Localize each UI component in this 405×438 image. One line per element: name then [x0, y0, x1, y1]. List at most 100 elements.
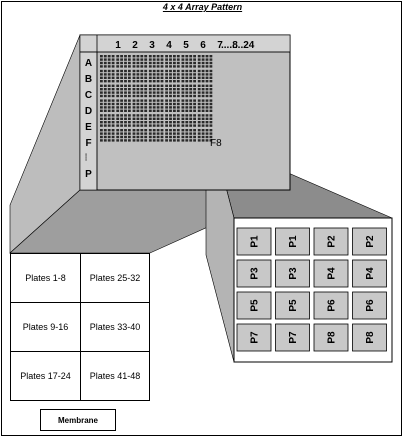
row-label: C: [85, 90, 92, 101]
well-dot: [120, 114, 123, 117]
well-dot: [128, 73, 131, 76]
well-dot: [140, 65, 144, 68]
well-dot: [209, 73, 213, 76]
well-dot: [176, 132, 180, 135]
column-label: 6: [200, 40, 206, 51]
well-dot: [107, 58, 111, 61]
well-dot: [103, 129, 107, 132]
well-dot: [132, 55, 136, 58]
well-dot: [148, 121, 152, 124]
well-dot: [185, 94, 189, 98]
well-dot: [185, 58, 189, 61]
well-dot: [169, 129, 172, 132]
well-dot: [169, 132, 172, 135]
well-dot: [128, 124, 131, 127]
well-dot: [189, 117, 193, 120]
array-cell-label: P7: [250, 331, 261, 344]
well-dot: [197, 139, 201, 142]
well-dot: [120, 99, 123, 102]
well-dot: [140, 73, 144, 76]
well-dot: [132, 94, 136, 98]
well-dot: [152, 99, 156, 102]
well-dot: [152, 114, 156, 117]
well-dot: [103, 73, 107, 76]
well-dot: [116, 99, 120, 102]
well-dot: [132, 124, 136, 127]
well-dot: [144, 69, 148, 73]
well-dot: [152, 80, 156, 83]
well-dot: [111, 61, 115, 65]
well-dot: [169, 91, 172, 94]
well-dot: [173, 88, 176, 91]
well-dot: [124, 135, 127, 139]
well-dot: [152, 135, 156, 139]
well-dot: [132, 58, 136, 61]
array-cell-label: P3: [288, 267, 299, 280]
well-dot: [152, 102, 156, 106]
well-dot: [132, 99, 136, 102]
well-dot: [107, 73, 111, 76]
well-dot: [116, 139, 120, 142]
well-dot: [103, 91, 107, 94]
well-dot: [173, 135, 176, 139]
well-dot: [181, 117, 185, 120]
well-dot: [209, 106, 213, 109]
well-dot: [124, 129, 127, 132]
well-dot: [193, 129, 196, 132]
well-dot: [160, 88, 164, 91]
well-dot: [209, 135, 213, 139]
well-dot: [209, 91, 213, 94]
well-dot: [140, 124, 144, 127]
well-dot: [100, 99, 103, 102]
well-dot: [148, 132, 152, 135]
well-dot: [144, 55, 148, 58]
well-dot: [116, 91, 120, 94]
well-dot: [209, 102, 213, 106]
well-dot: [156, 73, 160, 76]
well-dot: [189, 80, 193, 83]
well-dot: [197, 132, 201, 135]
well-dot: [173, 132, 176, 135]
well-dot: [100, 132, 103, 135]
well-dot: [148, 91, 152, 94]
well-dot: [185, 69, 189, 73]
well-dot: [144, 139, 148, 142]
array-cell-label: P2: [365, 235, 376, 248]
well-dot: [176, 99, 180, 102]
well-dot: [120, 124, 123, 127]
well-dot: [185, 124, 189, 127]
well-dot: [144, 114, 148, 117]
well-dot: [173, 91, 176, 94]
row-label: F: [85, 138, 91, 149]
well-dot: [103, 114, 107, 117]
well-dot: [165, 129, 168, 132]
well-dot: [148, 76, 152, 79]
well-dot: [116, 109, 120, 112]
well-dot: [205, 132, 209, 135]
well-dot: [185, 121, 189, 124]
well-dot: [124, 102, 127, 106]
well-dot: [181, 121, 185, 124]
well-dot: [185, 55, 189, 58]
well-dot: [156, 69, 160, 73]
well-dot: [136, 109, 140, 112]
well-dot: [120, 73, 123, 76]
well-dot: [103, 139, 107, 142]
well-dot: [111, 65, 115, 68]
well-dot: [103, 58, 107, 61]
well-dot: [136, 55, 140, 58]
array-cell-label: P3: [250, 267, 261, 280]
well-dot: [189, 91, 193, 94]
well-dot: [185, 61, 189, 65]
well-dot: [152, 121, 156, 124]
well-dot: [189, 114, 193, 117]
well-dot: [181, 91, 185, 94]
well-dot: [100, 61, 103, 65]
array-cell-label: P2: [327, 235, 338, 248]
well-dot: [148, 99, 152, 102]
well-dot: [169, 109, 172, 112]
well-dot: [156, 94, 160, 98]
well-dot: [201, 121, 205, 124]
well-dot: [181, 114, 185, 117]
